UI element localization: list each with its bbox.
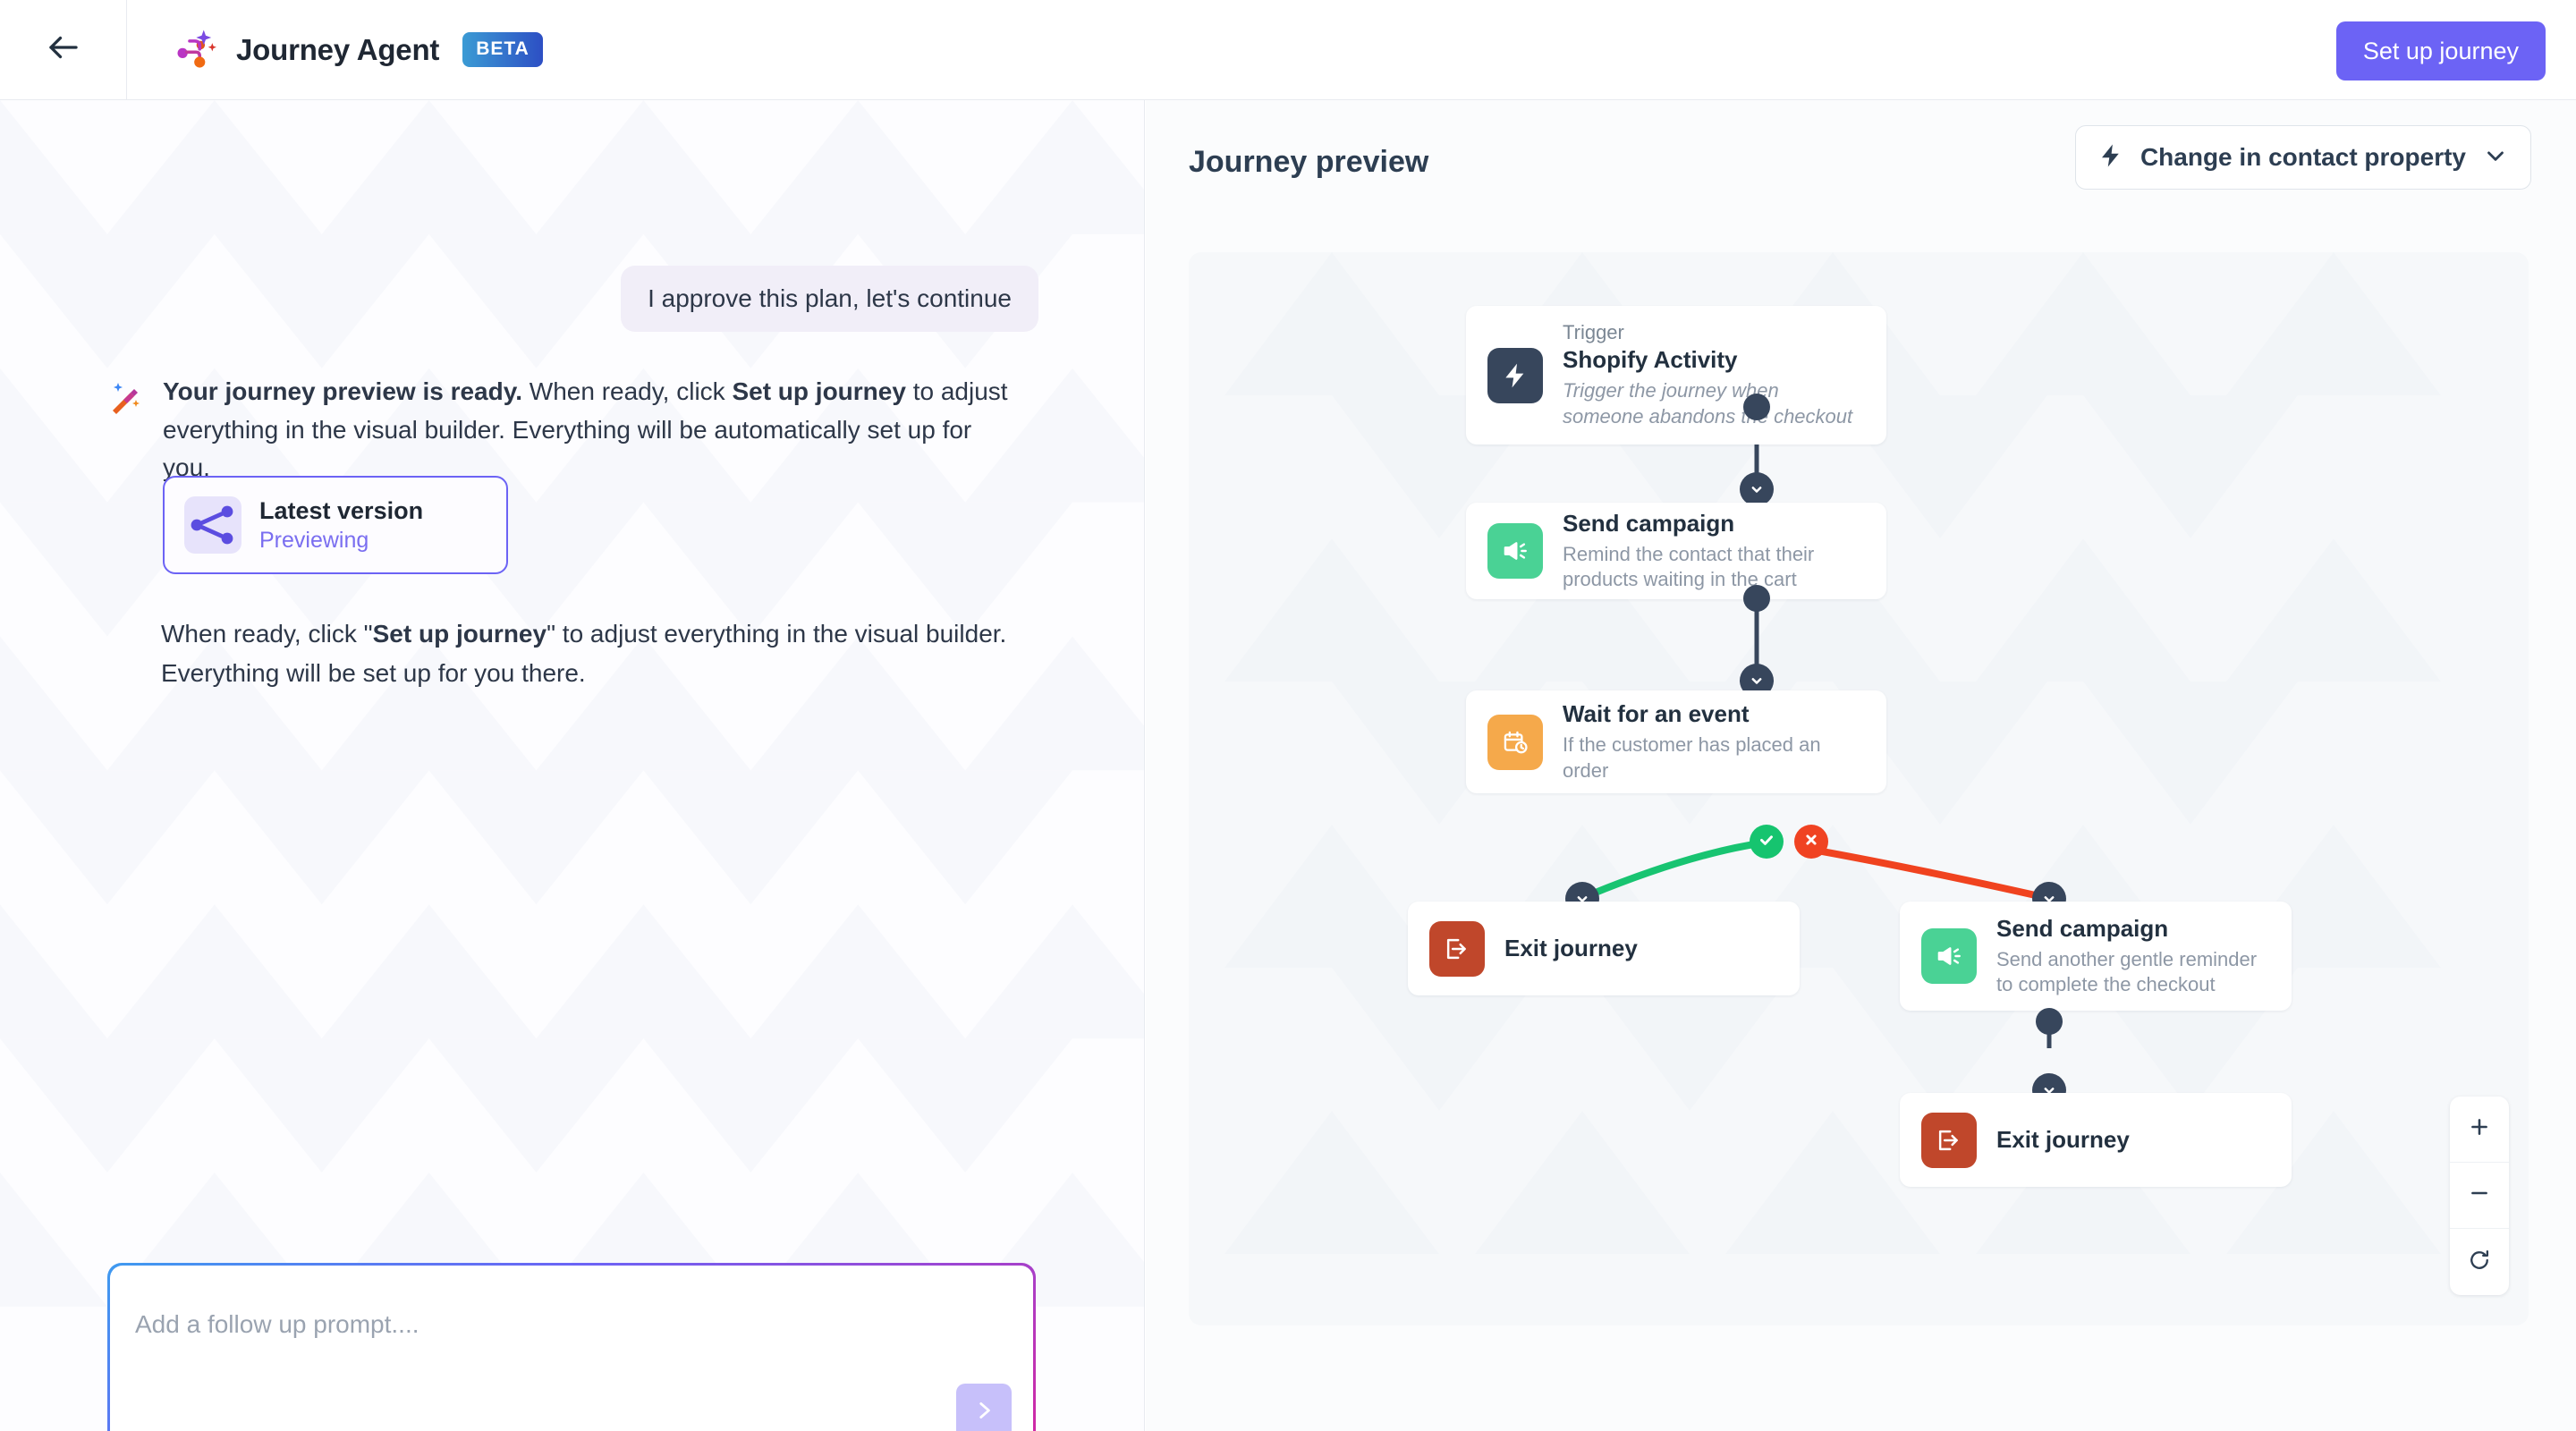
megaphone-icon bbox=[1487, 523, 1543, 579]
set-up-journey-button[interactable]: Set up journey bbox=[2335, 21, 2546, 80]
version-title: Latest version bbox=[259, 496, 424, 524]
brand: Journey Agent BETA bbox=[174, 26, 543, 74]
node-output-handle[interactable] bbox=[1743, 585, 1770, 612]
flow-node-send-campaign-1[interactable]: Send campaign Remind the contact that th… bbox=[1466, 503, 1886, 599]
flow-node-wait-for-event[interactable]: Wait for an event If the customer has pl… bbox=[1466, 690, 1886, 793]
node-title: Exit journey bbox=[1996, 1126, 2130, 1153]
latest-version-card[interactable]: Latest version Previewing bbox=[163, 476, 508, 574]
assistant-message-text: Your journey preview is ready. When read… bbox=[163, 373, 1011, 487]
chevron-down-icon bbox=[2482, 142, 2509, 174]
node-title: Shopify Activity bbox=[1563, 346, 1738, 374]
plus-icon bbox=[2467, 1114, 2492, 1144]
assistant-paragraph-2: When ready, click "Set up journey" to ad… bbox=[161, 614, 1020, 692]
assistant-message-bold: Your journey preview is ready. bbox=[163, 377, 522, 405]
node-output-handle[interactable] bbox=[1743, 394, 1770, 420]
paragraph2-a: When ready, click " bbox=[161, 620, 373, 648]
minus-icon bbox=[2467, 1181, 2492, 1210]
zoom-controls bbox=[2450, 1097, 2509, 1295]
zoom-in-button[interactable] bbox=[2450, 1097, 2509, 1163]
assistant-message-rest: When ready, click bbox=[522, 377, 733, 405]
page-title: Journey preview bbox=[1189, 145, 1429, 179]
lightning-bolt-icon bbox=[2097, 142, 2124, 174]
close-icon bbox=[1801, 830, 1821, 854]
exit-icon bbox=[1921, 1112, 1977, 1168]
user-message-bubble: I approve this plan, let's continue bbox=[621, 266, 1038, 332]
flow-node-send-campaign-2[interactable]: Send campaign Send another gentle remind… bbox=[1900, 902, 2292, 1011]
app-title: Journey Agent bbox=[236, 32, 440, 66]
trigger-type-select[interactable]: Change in contact property bbox=[2074, 125, 2531, 190]
node-input-handle[interactable] bbox=[1740, 472, 1774, 506]
node-title: Send campaign bbox=[1563, 509, 1735, 537]
version-status: Previewing bbox=[259, 527, 369, 553]
assistant-message-rest2: to adjust everything in the visual build… bbox=[163, 377, 1008, 482]
journey-agent-logo-icon bbox=[174, 26, 222, 74]
journey-preview-panel: Journey preview Change in contact proper… bbox=[1146, 100, 2576, 1431]
composer[interactable]: Add a follow up prompt.... bbox=[110, 1266, 1033, 1431]
reset-icon bbox=[2467, 1248, 2492, 1277]
assistant-message-bold2: Set up journey bbox=[732, 377, 906, 405]
megaphone-icon bbox=[1921, 928, 1977, 984]
node-description: Remind the contact that their products w… bbox=[1563, 542, 1815, 590]
journey-canvas[interactable]: Trigger Shopify Activity Trigger the jou… bbox=[1189, 252, 2529, 1325]
zoom-out-button[interactable] bbox=[2450, 1163, 2509, 1229]
flow-node-exit-journey-2[interactable]: Exit journey bbox=[1900, 1093, 2292, 1187]
flow-node-exit-journey-1[interactable]: Exit journey bbox=[1408, 902, 1800, 995]
exit-icon bbox=[1429, 920, 1485, 977]
node-output-handle[interactable] bbox=[2036, 1008, 2063, 1035]
node-title: Exit journey bbox=[1504, 935, 1638, 961]
reset-view-button[interactable] bbox=[2450, 1229, 2509, 1295]
follow-up-prompt-input[interactable]: Add a follow up prompt.... bbox=[135, 1310, 419, 1338]
arrow-left-icon bbox=[45, 29, 82, 71]
chevron-right-icon bbox=[972, 1399, 996, 1425]
send-button[interactable] bbox=[956, 1384, 1012, 1431]
check-icon bbox=[1757, 830, 1776, 854]
top-bar: Journey Agent BETA Set up journey bbox=[0, 0, 2576, 100]
back-button[interactable] bbox=[0, 0, 127, 99]
node-description: If the customer has placed an order bbox=[1563, 733, 1821, 782]
composer-gradient-border: Add a follow up prompt.... bbox=[107, 1263, 1036, 1431]
assistant-message: Your journey preview is ready. When read… bbox=[107, 373, 1011, 487]
node-title: Wait for an event bbox=[1563, 700, 1750, 728]
calendar-clock-icon bbox=[1487, 714, 1543, 770]
node-title: Send campaign bbox=[1996, 914, 2169, 942]
trigger-select-label: Change in contact property bbox=[2140, 143, 2466, 171]
paragraph2-b: " to adjust everything in the visual bui… bbox=[161, 620, 1007, 687]
node-kicker: Trigger bbox=[1563, 321, 1624, 344]
beta-badge: BETA bbox=[462, 32, 543, 67]
share-nodes-icon bbox=[184, 496, 242, 554]
branch-yes-badge[interactable] bbox=[1750, 825, 1784, 859]
paragraph2-bold: Set up journey bbox=[372, 620, 547, 648]
magic-wand-icon bbox=[107, 380, 143, 416]
flow-node-trigger[interactable]: Trigger Shopify Activity Trigger the jou… bbox=[1466, 306, 1886, 445]
chat-panel: I approve this plan, let's continue Your… bbox=[0, 100, 1145, 1431]
lightning-bolt-icon bbox=[1487, 347, 1543, 403]
branch-no-badge[interactable] bbox=[1794, 825, 1828, 859]
node-description: Trigger the journey when someone abandon… bbox=[1563, 379, 1853, 428]
node-description: Send another gentle reminder to complete… bbox=[1996, 947, 2258, 995]
